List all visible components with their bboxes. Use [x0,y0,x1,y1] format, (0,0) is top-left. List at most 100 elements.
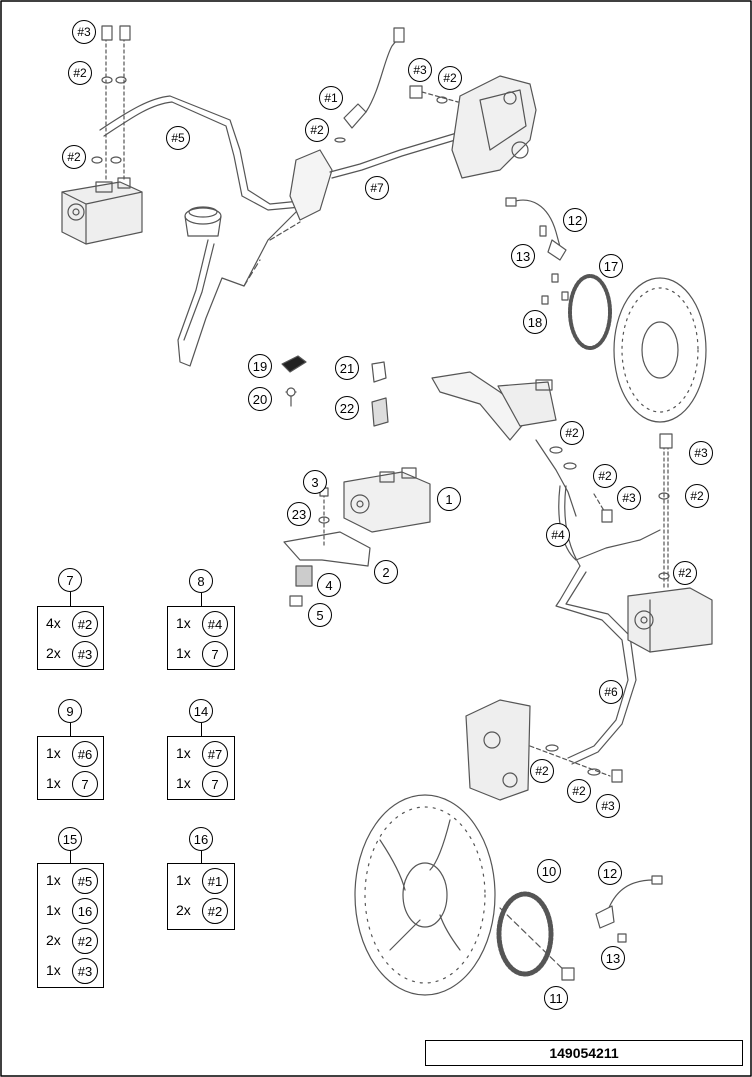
callout-washer-ref-2e: #2 [560,421,584,445]
callout-washer-ref-2h: #2 [673,561,697,585]
kit-qty: 1x [46,745,61,761]
kit-15-connector [70,851,72,863]
callout-washer-ref-2d: #2 [438,66,462,90]
callout-line-ref-6: #6 [599,680,623,704]
abs-unit-rear [61,177,143,245]
callout-part-12b: 12 [598,861,622,885]
kit-9-connector [70,723,72,736]
callout-part-12a: 12 [563,208,587,232]
kit-9-box: 1x#6 1x 7 [37,736,104,800]
kit-8-connector [201,593,203,606]
callout-bolt-ref-3b: #3 [408,58,432,82]
kit-7-label: 7 [58,568,82,592]
callout-part-22: 22 [335,396,359,420]
callout-part-19: 19 [248,354,272,378]
kit-ref: #4 [202,611,228,637]
kit-qty: 2x [46,645,61,661]
kit-ref: #5 [72,868,98,894]
callout-part-20: 20 [248,387,272,411]
kit-14-box: 1x#7 1x 7 [167,736,235,800]
kit-ref: #7 [202,741,228,767]
callout-washer-ref-2f: #2 [593,464,617,488]
kit-row: 1x #1 [168,866,234,896]
callout-part-11: 11 [544,986,568,1010]
callout-part-18: 18 [523,310,547,334]
callout-line-ref-4: #4 [546,523,570,547]
kit-qty: 2x [46,932,61,948]
kit-14-label: 14 [189,699,213,723]
kit-14-connector [201,723,203,736]
callout-bolt-ref-3e: #3 [596,794,620,818]
kit-ref: #1 [202,868,228,894]
kit-row: 1x#7 [168,739,234,769]
kit-16-box: 1x #1 2x #2 [167,863,235,930]
kit-ref: 7 [202,771,228,797]
kit-row: 4x #2 [38,609,103,639]
callout-line-ref-7: #7 [365,176,389,200]
kit-16-label: 16 [189,827,213,851]
callout-washer-ref-2j: #2 [567,779,591,803]
front-brake-master-cylinder [431,371,557,441]
kit-ref: #2 [72,928,98,954]
callout-part-23: 23 [287,502,311,526]
document-id: 149054211 [425,1040,743,1066]
callout-part-17: 17 [599,254,623,278]
kit-8-box: 1x #4 1x 7 [167,606,235,670]
kit-row: 2x #2 [38,926,103,956]
kit-qty: 2x [176,902,191,918]
rear-brake-caliper [451,75,537,179]
kit-row: 1x 7 [38,769,103,799]
callout-washer-ref-2g: #2 [685,484,709,508]
kit-ref: 7 [72,771,98,797]
kit-row: 1x#6 [38,739,103,769]
callout-part-13b: 13 [601,946,625,970]
callout-sensor-ref-1: #1 [319,86,343,110]
kit-8-label: 8 [189,569,213,593]
kit-row: 1x #4 [168,609,234,639]
kit-ref: 7 [202,641,228,667]
kit-qty: 4x [46,615,61,631]
kit-ref: #2 [202,898,228,924]
kit-7-connector [70,592,72,606]
callout-bolt-ref-3a: #3 [72,20,96,44]
kit-row: 1x 7 [168,639,234,669]
kit-qty: 1x [176,615,191,631]
kit-qty: 1x [176,775,191,791]
callout-part-10: 10 [537,859,561,883]
callout-washer-ref-2b: #2 [62,145,86,169]
kit-ref: #3 [72,958,98,984]
kit-7-box: 4x #2 2x #3 [37,606,104,670]
kit-row: 1x #3 [38,956,103,986]
kit-ref: #3 [72,641,98,667]
kit-ref: #2 [72,611,98,637]
abs-unit-front [627,587,713,653]
kit-qty: 1x [176,645,191,661]
kit-qty: 1x [46,962,61,978]
callout-washer-ref-2a: #2 [68,61,92,85]
callout-line-ref-5: #5 [166,126,190,150]
kit-qty: 1x [176,872,191,888]
kit-9-label: 9 [58,699,82,723]
callout-part-2: 2 [374,560,398,584]
abs-hydraulic-unit [343,467,431,533]
callout-part-4: 4 [317,573,341,597]
callout-washer-ref-2c: #2 [305,118,329,142]
kit-ref: 16 [72,898,98,924]
callout-washer-ref-2i: #2 [530,759,554,783]
callout-part-5: 5 [308,603,332,627]
kit-15-label: 15 [58,827,82,851]
callout-part-1: 1 [437,487,461,511]
rear-brake-reservoir [184,206,222,237]
kit-qty: 1x [46,775,61,791]
front-brake-caliper [465,699,531,801]
callout-part-13a: 13 [511,244,535,268]
callout-part-3: 3 [303,470,327,494]
callout-bolt-ref-3c: #3 [689,441,713,465]
callout-bolt-ref-3d: #3 [617,486,641,510]
kit-row: 2x #2 [168,896,234,926]
kit-row: 1x 7 [168,769,234,799]
